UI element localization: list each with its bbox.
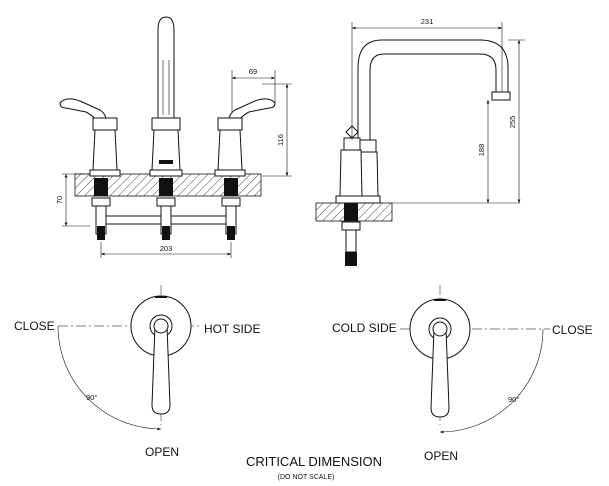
do-not-scale-note: (DO NOT SCALE): [278, 474, 335, 481]
dimension-total-height: 255: [508, 39, 525, 203]
center-spout: [149, 16, 183, 177]
dimension-deck-label: 70: [55, 196, 64, 204]
left-handle: [59, 98, 121, 177]
front-view: 203 70 116 69: [55, 16, 292, 258]
dimension-width-label: 203: [160, 244, 173, 253]
hot-handle-plan: CLOSE HOT SIDE OPEN 90°: [14, 285, 260, 459]
cold-handle-plan: COLD SIDE CLOSE OPEN 90°: [332, 285, 593, 463]
shanks: [91, 178, 241, 240]
dimension-handle-height: 116: [262, 83, 292, 177]
dimension-reach-label: 231: [421, 17, 434, 26]
dimension-handle-offset: 69: [231, 67, 276, 112]
hot-lever: [151, 325, 171, 415]
side-shank: [341, 203, 361, 266]
hot-rotation-arc: [57, 325, 162, 431]
hot-angle-label: 90°: [86, 393, 97, 402]
critical-dimension-title: CRITICAL DIMENSION: [246, 454, 382, 469]
cold-open-label: OPEN: [424, 449, 458, 463]
cold-side-label: COLD SIDE: [332, 321, 397, 335]
hot-side-label: HOT SIDE: [204, 322, 260, 336]
dimension-handle-offset-label: 69: [249, 67, 257, 76]
dimension-handle-height-label: 116: [276, 134, 285, 146]
dimension-width: 203: [100, 242, 232, 258]
cold-close-label: CLOSE: [552, 323, 593, 337]
dimension-spout-height: 188: [392, 100, 520, 204]
side-spout: [353, 39, 511, 197]
hot-open-label: OPEN: [145, 445, 179, 459]
dimension-deck: 70: [55, 173, 90, 227]
cold-lever: [430, 328, 450, 418]
dimension-reach: 231: [351, 17, 503, 140]
cold-rotation-arc: [439, 328, 544, 434]
right-handle: [214, 98, 276, 177]
dimension-total-height-label: 255: [508, 116, 517, 129]
dimension-spout-height-label: 188: [477, 144, 486, 157]
hot-close-label: CLOSE: [14, 319, 55, 333]
side-view: 231 188 255: [315, 17, 525, 266]
cold-angle-label: 90°: [508, 395, 519, 404]
